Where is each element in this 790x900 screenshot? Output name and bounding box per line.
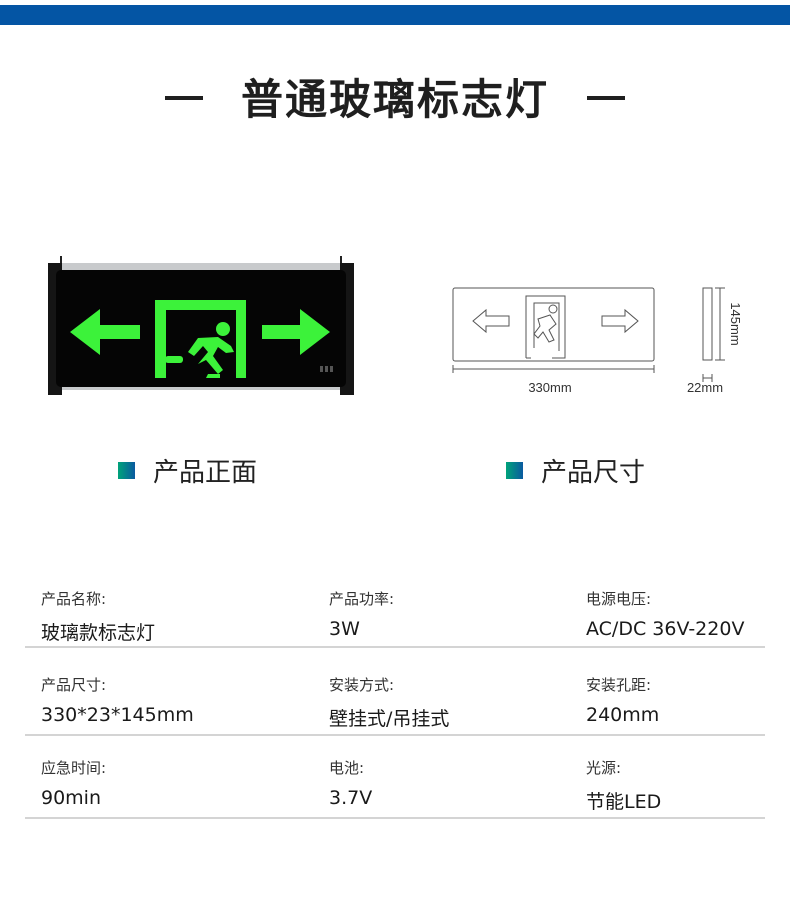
spec-battery: 电池: 3.7V (329, 757, 372, 809)
spec-value: 3W (329, 618, 360, 640)
spec-value: 330*23*145mm (41, 704, 194, 726)
right-arrow-icon (262, 309, 330, 355)
spec-label: 安装方式: (329, 676, 395, 694)
spec-label: 电源电压: (586, 590, 652, 608)
section-product-front: 产品正面 (118, 452, 257, 489)
running-man-icon (165, 322, 234, 378)
spec-label: 应急时间: (41, 759, 107, 777)
section-product-size: 产品尺寸 (506, 452, 645, 489)
height-dimension-label: 145mm (728, 302, 743, 345)
spec-voltage: 电源电压: AC/DC 36V-220V (586, 588, 744, 640)
spec-size: 产品尺寸: 330*23*145mm (41, 674, 194, 726)
spec-value: 90min (41, 787, 102, 809)
spec-label: 产品尺寸: (41, 676, 107, 694)
top-banner (0, 5, 790, 25)
page-title: 普通玻璃标志灯 (240, 75, 549, 124)
section-label: 产品尺寸 (541, 458, 646, 488)
spec-label: 产品名称: (41, 590, 107, 608)
spec-label: 安装孔距: (586, 676, 652, 694)
width-dimension-label: 330mm (528, 380, 571, 395)
spec-value: 240mm (586, 704, 660, 726)
spec-mounting: 安装方式: 壁挂式/吊挂式 (329, 674, 449, 731)
spec-product-name: 产品名称: 玻璃款标志灯 (41, 588, 155, 645)
divider (25, 817, 765, 819)
dimension-drawing: 330mm 22mm 145mm (452, 287, 743, 395)
section-label: 产品正面 (153, 458, 258, 488)
divider (25, 646, 765, 648)
exit-sign-product-image (48, 256, 354, 395)
spec-hole-spacing: 安装孔距: 240mm (586, 674, 659, 726)
spec-value: 节能LED (586, 791, 662, 813)
depth-dimension-label: 22mm (687, 380, 723, 395)
spec-value: 壁挂式/吊挂式 (329, 708, 450, 730)
spec-emergency-time: 应急时间: 90min (41, 757, 106, 809)
spec-value: 玻璃款标志灯 (41, 622, 156, 644)
section-marker-icon (506, 462, 523, 479)
spec-value: AC/DC 36V-220V (586, 618, 745, 640)
section-marker-icon (118, 462, 135, 479)
divider (25, 734, 765, 736)
spec-label: 电池: (329, 759, 365, 777)
spec-label: 产品功率: (329, 590, 395, 608)
left-arrow-icon (70, 309, 140, 355)
exit-door-icon (155, 300, 246, 378)
title-dash-right (587, 96, 625, 100)
spec-power: 产品功率: 3W (329, 588, 394, 640)
title-dash-left (165, 96, 203, 100)
spec-label: 光源: (586, 759, 622, 777)
spec-value: 3.7V (329, 787, 373, 809)
spec-light-source: 光源: 节能LED (586, 757, 661, 814)
